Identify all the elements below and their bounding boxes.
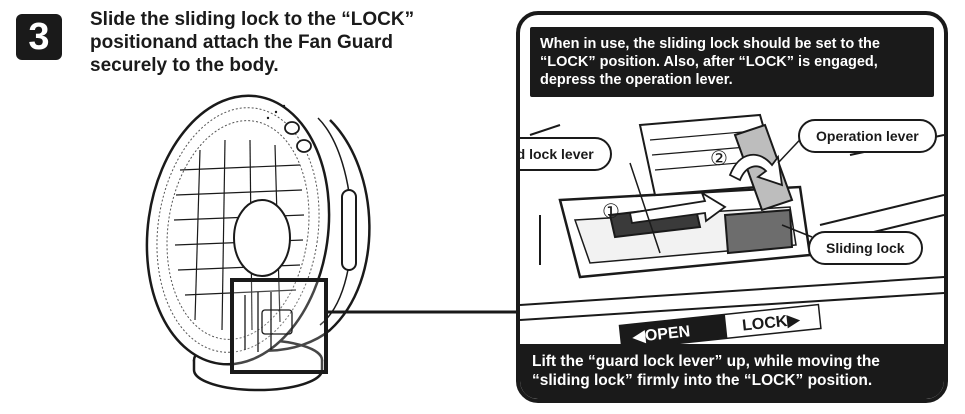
usage-note: When in use, the sliding lock should be … (530, 27, 934, 97)
usage-note-line-3: depress the operation lever. (540, 72, 733, 88)
zoom-highlight-box (230, 278, 328, 374)
step-marker-1: ① (602, 199, 620, 223)
fan-illustration (145, 94, 516, 392)
action-note: Lift the “guard lock lever” up, while mo… (520, 344, 944, 399)
slide-arrow-icon (628, 190, 727, 225)
lock-mechanism-illustration: ◀OPEN LOCK▶ ① ② (520, 113, 944, 351)
fan-button-icon (296, 139, 312, 153)
instruction-line-1: Slide the sliding lock to the “LOCK” (90, 9, 415, 30)
lock-tag: LOCK▶ (741, 312, 801, 335)
fan-button-icon (284, 121, 300, 135)
instruction-line-3: securely to the body. (90, 55, 279, 76)
press-arrow-icon (728, 153, 784, 187)
sliding-lock-part (723, 208, 794, 255)
operation-lever-label: Operation lever (798, 119, 937, 153)
usage-note-line-1: When in use, the sliding lock should be … (540, 36, 880, 52)
open-tag: ◀OPEN (631, 323, 691, 346)
usage-note-line-2: “LOCK” position. Also, after “LOCK” is e… (540, 54, 878, 70)
guard-lock-lever-label: Guard lock lever (520, 137, 612, 171)
step-number-badge: 3 (16, 14, 62, 60)
action-note-line-2: “sliding lock” firmly into the “LOCK” po… (532, 372, 873, 389)
detail-panel: ◀OPEN LOCK▶ ① ② When in use, the sliding… (516, 11, 948, 403)
step-instruction: Slide the sliding lock to the “LOCK” pos… (90, 8, 470, 77)
step-marker-2: ② (710, 146, 728, 170)
instruction-line-2: positionand attach the Fan Guard (90, 32, 393, 53)
action-note-line-1: Lift the “guard lock lever” up, while mo… (532, 353, 880, 370)
sliding-lock-label: Sliding lock (808, 231, 923, 265)
